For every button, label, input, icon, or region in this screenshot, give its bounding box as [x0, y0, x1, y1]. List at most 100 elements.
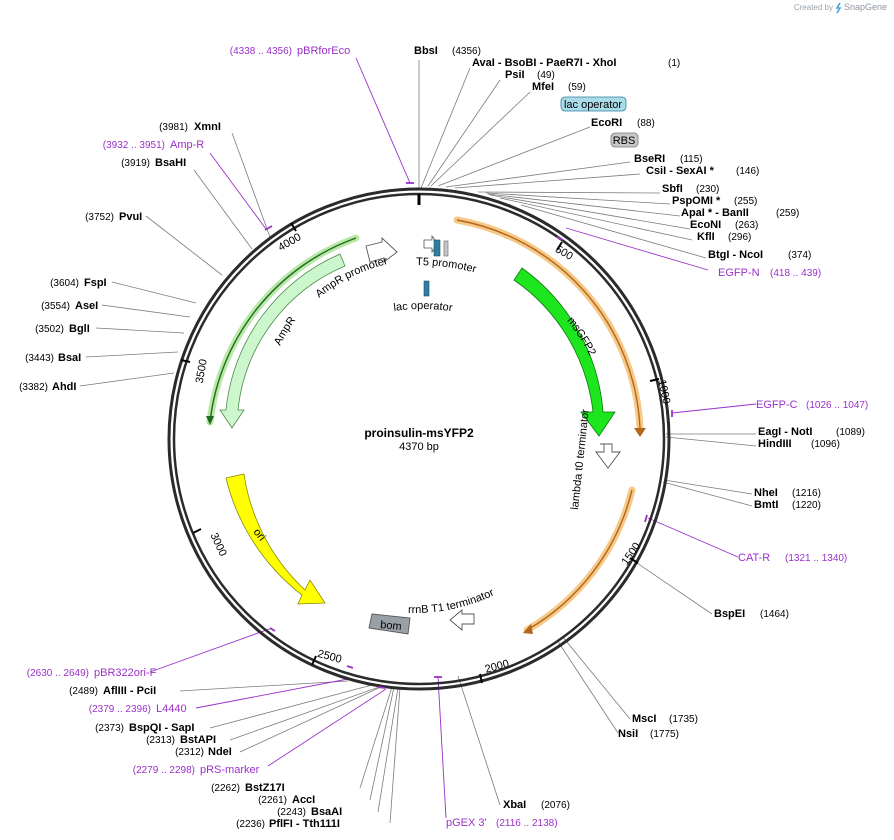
- enzyme-label[interactable]: BtgI - NcoI: [708, 249, 763, 261]
- enzyme-pos: (230): [696, 184, 719, 195]
- tick-label-3000: 3000: [207, 531, 228, 558]
- lac-operator-box[interactable]: [560, 96, 627, 112]
- enzyme-label[interactable]: PspOMI *: [672, 195, 721, 207]
- orf-highlight-top: [453, 216, 644, 432]
- enzyme-label[interactable]: ApaI * - BanII: [681, 207, 749, 219]
- lac-operator-box-label: lac operator: [564, 99, 622, 111]
- rrnb-t1-label: rrnB T1 terminator: [408, 587, 496, 617]
- msgfp2-feature[interactable]: [513, 267, 616, 437]
- t5-promoter-label: T5 promoter: [416, 256, 478, 276]
- enzyme-pos: (3502): [35, 324, 64, 335]
- primer-leaders: [149, 57, 757, 819]
- enzyme-label[interactable]: EcoRI: [591, 117, 622, 129]
- lambda-t0-arrow[interactable]: [595, 443, 621, 469]
- ori-feature[interactable]: [225, 473, 326, 605]
- primer-pos: (2116 .. 2138): [496, 818, 558, 829]
- enzymes-left: (2236) PflFI - Tth111I (2243) BsaAI (226…: [19, 121, 342, 830]
- enzyme-label[interactable]: FspI: [84, 277, 107, 289]
- ampr-feature[interactable]: [219, 253, 346, 429]
- primer-label[interactable]: L4440: [156, 703, 187, 715]
- primer-label[interactable]: EGFP-N: [718, 267, 760, 279]
- primer-pos: (3932 .. 3951): [103, 140, 165, 151]
- enzyme-pos: (59): [568, 82, 586, 93]
- rrnb-t1-arrow[interactable]: [449, 609, 475, 631]
- enzyme-label[interactable]: XbaI: [503, 799, 526, 811]
- primer-pos: (418 .. 439): [770, 268, 821, 279]
- primer-pos: (4338 .. 4356): [230, 46, 292, 57]
- rbs-box-label: RBS: [613, 135, 636, 147]
- enzyme-label[interactable]: PvuI: [119, 211, 142, 223]
- enzyme-pos: (374): [788, 250, 811, 261]
- primer-label[interactable]: pBRforEco: [297, 45, 350, 57]
- primer-label[interactable]: pRS-marker: [200, 764, 260, 776]
- enzyme-label[interactable]: BbsI: [414, 45, 438, 57]
- enzyme-label[interactable]: NsiI: [618, 728, 638, 740]
- backbone-outer: [167, 187, 671, 691]
- enzyme-label[interactable]: BspQI - SapI: [129, 722, 194, 734]
- enzyme-pos: (4356): [452, 46, 481, 57]
- orf-line-top: [456, 219, 641, 429]
- orf-highlight-bottom: [523, 486, 636, 634]
- enzyme-label[interactable]: BstZ17I: [245, 782, 285, 794]
- tick-label-4000: 4000: [276, 231, 303, 254]
- enzyme-pos: (3604): [50, 278, 79, 289]
- enzyme-pos: (3443): [25, 353, 54, 364]
- orf-arrow-top: [634, 428, 646, 437]
- enzyme-label[interactable]: MscI: [632, 713, 656, 725]
- rbs-box[interactable]: [610, 132, 639, 148]
- lac-operator-label: lac operator: [393, 300, 454, 314]
- enzyme-pos: (2076): [541, 800, 570, 811]
- enzyme-pos: (2489): [69, 686, 98, 697]
- lac-operator-mark-1[interactable]: [433, 239, 441, 257]
- enzyme-label[interactable]: MfeI: [532, 81, 554, 93]
- enzyme-label[interactable]: AseI: [75, 300, 98, 312]
- enzyme-label[interactable]: NheI: [754, 487, 778, 499]
- enzyme-label[interactable]: BstAPI: [180, 734, 216, 746]
- enzyme-label[interactable]: NdeI: [208, 746, 232, 758]
- enzyme-pos: (2261): [258, 795, 287, 806]
- enzyme-label[interactable]: HindIII: [758, 438, 792, 450]
- enzyme-label[interactable]: AccI: [292, 794, 315, 806]
- enzyme-pos: (2236): [236, 819, 265, 830]
- enzyme-label[interactable]: AflIII - PciI: [103, 685, 156, 697]
- enzyme-label[interactable]: AvaI - BsoBI - PaeR7I - XhoI: [472, 57, 616, 69]
- enzyme-label[interactable]: BglI: [69, 323, 90, 335]
- enzyme-pos: (2262): [211, 783, 240, 794]
- enzyme-label[interactable]: CsiI - SexAI *: [646, 165, 715, 177]
- enzyme-pos: (1464): [760, 609, 789, 620]
- enzyme-pos: (1220): [792, 500, 821, 511]
- enzyme-pos: (49): [537, 70, 555, 81]
- primer-pos: (1026 .. 1047): [806, 400, 868, 411]
- lac-operator-mark-2[interactable]: [423, 280, 430, 297]
- enzyme-label[interactable]: BsaAI: [311, 806, 342, 818]
- rbs-mark[interactable]: [443, 240, 449, 257]
- enzyme-pos: (3752): [85, 212, 114, 223]
- enzyme-pos: (146): [736, 166, 759, 177]
- enzyme-pos: (255): [734, 196, 757, 207]
- enzyme-label[interactable]: BseRI: [634, 153, 665, 165]
- enzyme-label[interactable]: PflFI - Tth111I: [269, 818, 340, 830]
- enzyme-label[interactable]: BsaHI: [155, 157, 186, 169]
- bom-feature[interactable]: [368, 613, 411, 635]
- tick-label-3500: 3500: [194, 358, 210, 384]
- primer-label[interactable]: CAT-R: [738, 552, 770, 564]
- enzyme-pos: (3919): [121, 158, 150, 169]
- ampr-promoter-arrow[interactable]: [365, 236, 398, 263]
- primer-label[interactable]: EGFP-C: [756, 399, 798, 411]
- ampr-orf-line: [209, 237, 357, 423]
- enzyme-label[interactable]: EagI - NotI: [758, 426, 812, 438]
- enzyme-label[interactable]: BmtI: [754, 499, 778, 511]
- primer-label[interactable]: Amp-R: [170, 139, 204, 151]
- enzyme-label[interactable]: PsiI: [505, 69, 525, 81]
- enzyme-pos: (1775): [650, 729, 679, 740]
- primer-label[interactable]: pBR322ori-F: [94, 667, 157, 679]
- enzyme-label[interactable]: EcoNI: [690, 219, 721, 231]
- enzyme-label[interactable]: KflI: [697, 231, 715, 243]
- enzyme-label[interactable]: XmnI: [194, 121, 221, 133]
- primer-label[interactable]: pGEX 3': [446, 817, 487, 829]
- enzyme-label[interactable]: AhdI: [52, 381, 76, 393]
- enzyme-label[interactable]: SbfI: [662, 183, 683, 195]
- enzyme-pos: (2313): [146, 735, 175, 746]
- enzyme-label[interactable]: BspEI: [714, 608, 745, 620]
- enzyme-label[interactable]: BsaI: [58, 352, 81, 364]
